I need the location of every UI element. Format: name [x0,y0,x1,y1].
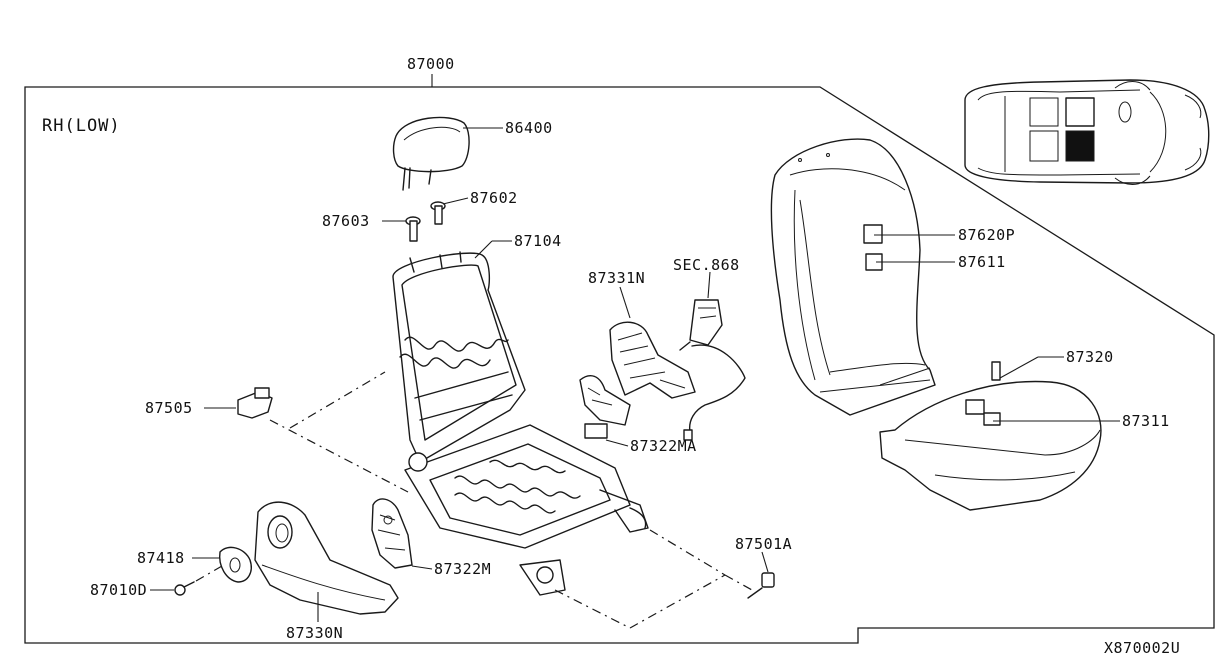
knob-part [219,546,252,583]
ref-line-b [289,371,386,429]
label-87418: 87418 [137,549,185,567]
side-finisher-part [254,501,399,615]
cover-inner-87322MA-part [579,374,631,439]
ref-line-f [724,574,753,591]
leader-87501A [761,551,769,573]
label-87620P: 87620P [958,226,1015,244]
bolt-part [747,572,775,599]
label-87501A: 87501A [735,535,792,553]
seat-cushion-part [879,361,1102,511]
ref-line-d [629,574,726,629]
leader-87331N [619,286,631,319]
ref-line-c [554,589,631,629]
back-frame-part [392,251,649,596]
label-86400: 86400 [505,119,553,137]
leader-87602 [442,197,469,205]
seat-belt-buckle-part [679,299,746,441]
ref-line-e [649,529,726,576]
headrest-guide-87603 [405,216,421,242]
label-87330N: 87330N [286,624,343,642]
label-87603: 87603 [322,212,370,230]
cover-inner-87322M-part [371,498,413,569]
label-87611: 87611 [958,253,1006,271]
label-87602: 87602 [470,189,518,207]
inner-side-trim-part [609,321,696,399]
label-87322MA: 87322MA [630,437,697,455]
label-87010D: 87010D [90,581,147,599]
label-sec868: SEC.868 [673,256,740,274]
screw-part [174,581,195,596]
label-87331N: 87331N [588,269,645,287]
leader-87322M [411,565,433,570]
label-87000: 87000 [407,55,455,73]
label-87104: 87104 [514,232,562,250]
headrest-guide-87602 [430,201,446,225]
label-87322M: 87322M [434,560,491,578]
label-87505: 87505 [145,399,193,417]
headrest-part [392,116,470,191]
label-87320: 87320 [1066,348,1114,366]
leader-sec868 [707,271,711,299]
lever-bracket-part [237,387,273,419]
region-label: RH(LOW) [42,116,121,136]
leader-87320 [999,356,1039,379]
diagram-code: X870002U [1104,639,1180,657]
assembly-frame [24,86,1215,644]
vehicle-locator-icon [964,79,1210,185]
leader-87104 [474,240,493,259]
leader-87322MA [605,439,629,447]
screw-ref [195,565,223,582]
seat-back-part [770,138,936,416]
label-87311: 87311 [1122,412,1170,430]
ref-line-a [269,419,409,493]
seat-location-highlight [1065,130,1095,162]
